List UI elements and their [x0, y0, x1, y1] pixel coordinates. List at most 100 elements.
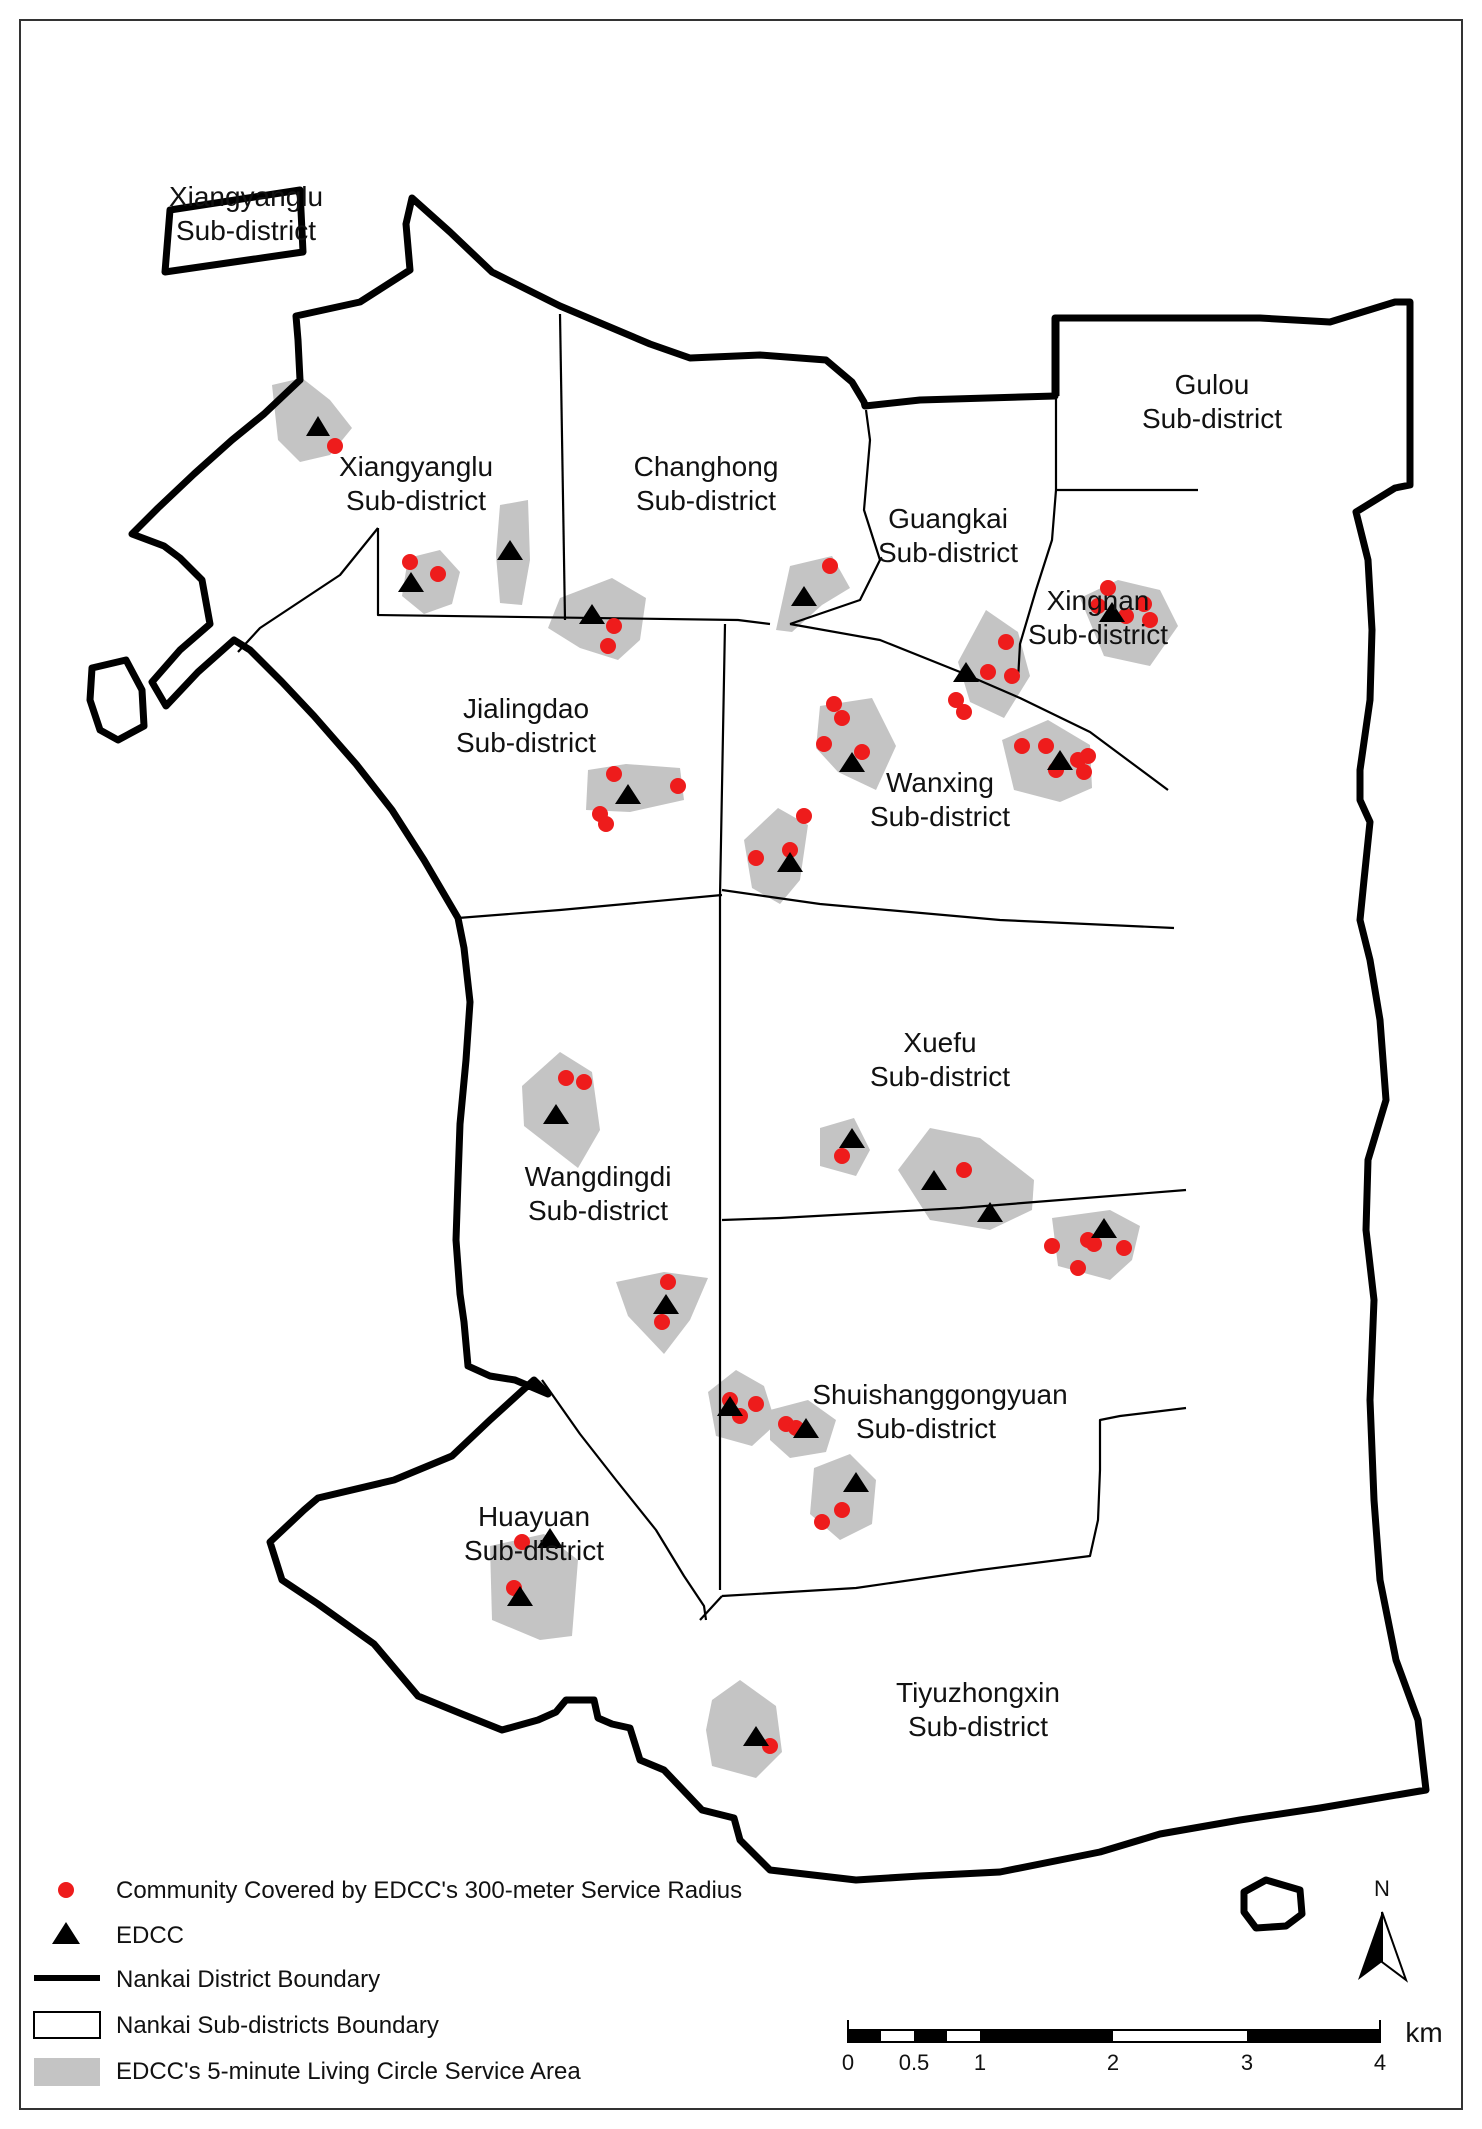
subdistrict-boundary	[789, 622, 1169, 791]
community-point	[598, 816, 614, 832]
exclave-xiangyanglu	[161, 186, 307, 276]
edcc-triangle	[839, 1128, 865, 1148]
community-point	[1086, 1236, 1102, 1252]
edcc-triangle	[653, 1294, 679, 1314]
legend-edcc-label: EDCC	[116, 1922, 184, 1949]
service-area	[706, 1680, 782, 1778]
subdistrict-boundary	[718, 623, 727, 1590]
legend: Community Covered by EDCC's 300-meter Se…	[33, 1877, 742, 2086]
scale-seg	[848, 2030, 881, 2042]
edcc-triangle	[1099, 602, 1125, 622]
community-point	[834, 710, 850, 726]
community-point	[1090, 598, 1106, 614]
edcc-triangle	[717, 1396, 743, 1416]
community-point	[816, 736, 832, 752]
community-point	[814, 1514, 830, 1530]
legend-subdistrict-boundary-symbol	[33, 2011, 101, 2039]
scale-seg	[914, 2030, 947, 2042]
community-point	[1044, 1238, 1060, 1254]
scale-unit: km	[1405, 2017, 1442, 2048]
edcc-triangle	[497, 540, 523, 560]
subdistrict-boundary	[1016, 489, 1058, 681]
community-points	[327, 438, 1158, 1754]
community-point	[748, 1396, 764, 1412]
edcc-triangle	[1091, 1218, 1117, 1238]
edcc-triangle	[507, 1586, 533, 1606]
legend-service-area-label: EDCC's 5-minute Living Circle Service Ar…	[116, 2058, 581, 2085]
community-point	[956, 704, 972, 720]
edcc-triangle	[791, 586, 817, 606]
edcc-triangle	[843, 1472, 869, 1492]
scale-tick-label: 0	[842, 2050, 854, 2075]
subdistrict-boundary	[376, 528, 771, 626]
legend-community-symbol	[58, 1882, 74, 1898]
subdistrict-boundary	[699, 1595, 723, 1621]
edcc-triangle	[743, 1726, 769, 1746]
edcc-triangle	[306, 416, 330, 436]
district-outline	[128, 194, 1430, 1884]
edcc-triangle	[793, 1418, 819, 1438]
scale-tick-label: 3	[1241, 2050, 1253, 2075]
north-arrow-icon-half	[1381, 1911, 1409, 1983]
community-point	[402, 554, 418, 570]
edcc-triangle	[839, 752, 865, 772]
community-point	[748, 850, 764, 866]
scale-tick-label: 4	[1374, 2050, 1386, 2075]
community-point	[576, 1074, 592, 1090]
community-point	[1142, 612, 1158, 628]
edcc-triangle	[537, 1528, 563, 1548]
community-point	[834, 1148, 850, 1164]
edcc-points	[306, 416, 1125, 1746]
scale-bar: km 0 0.5 1 2 3 4	[842, 2017, 1443, 2075]
legend-district-boundary-label: Nankai District Boundary	[116, 1966, 380, 1993]
community-point	[834, 1502, 850, 1518]
community-point	[1038, 738, 1054, 754]
community-point	[956, 1162, 972, 1178]
scale-tick-label: 2	[1107, 2050, 1119, 2075]
edcc-triangle	[1047, 750, 1073, 770]
subdistrict-boundary	[558, 313, 567, 621]
community-point	[826, 696, 842, 712]
scale-seg	[1247, 2030, 1380, 2042]
service-area	[586, 764, 684, 812]
community-point	[1136, 596, 1152, 612]
service-areas	[272, 378, 1178, 1778]
district-boundary	[86, 186, 1430, 1932]
community-point	[998, 634, 1014, 650]
north-arrow: N	[1358, 1876, 1409, 1983]
community-point	[854, 744, 870, 760]
service-area	[490, 1534, 578, 1640]
community-point	[606, 766, 622, 782]
community-point	[948, 692, 964, 708]
edcc-triangle	[398, 572, 424, 592]
community-point	[654, 1314, 670, 1330]
community-point	[796, 808, 812, 824]
legend-service-area-symbol	[34, 2058, 100, 2086]
community-point	[1070, 1260, 1086, 1276]
legend-community-label: Community Covered by EDCC's 300-meter Se…	[116, 1877, 742, 1904]
legend-subdistrict-boundary-label: Nankai Sub-districts Boundary	[116, 2012, 439, 2039]
community-point	[660, 1274, 676, 1290]
community-point	[1116, 1240, 1132, 1256]
community-point	[670, 778, 686, 794]
subdistrict-boundaries	[237, 313, 1198, 1621]
edcc-triangle	[921, 1170, 947, 1190]
north-label: N	[1374, 1876, 1390, 1901]
community-point	[1014, 738, 1030, 754]
community-point	[1076, 764, 1092, 780]
service-area	[708, 1370, 776, 1446]
exclave-west-small	[86, 656, 148, 744]
subdistrict-boundary	[721, 888, 1175, 930]
edcc-triangle	[977, 1202, 1003, 1222]
community-point	[1080, 748, 1096, 764]
